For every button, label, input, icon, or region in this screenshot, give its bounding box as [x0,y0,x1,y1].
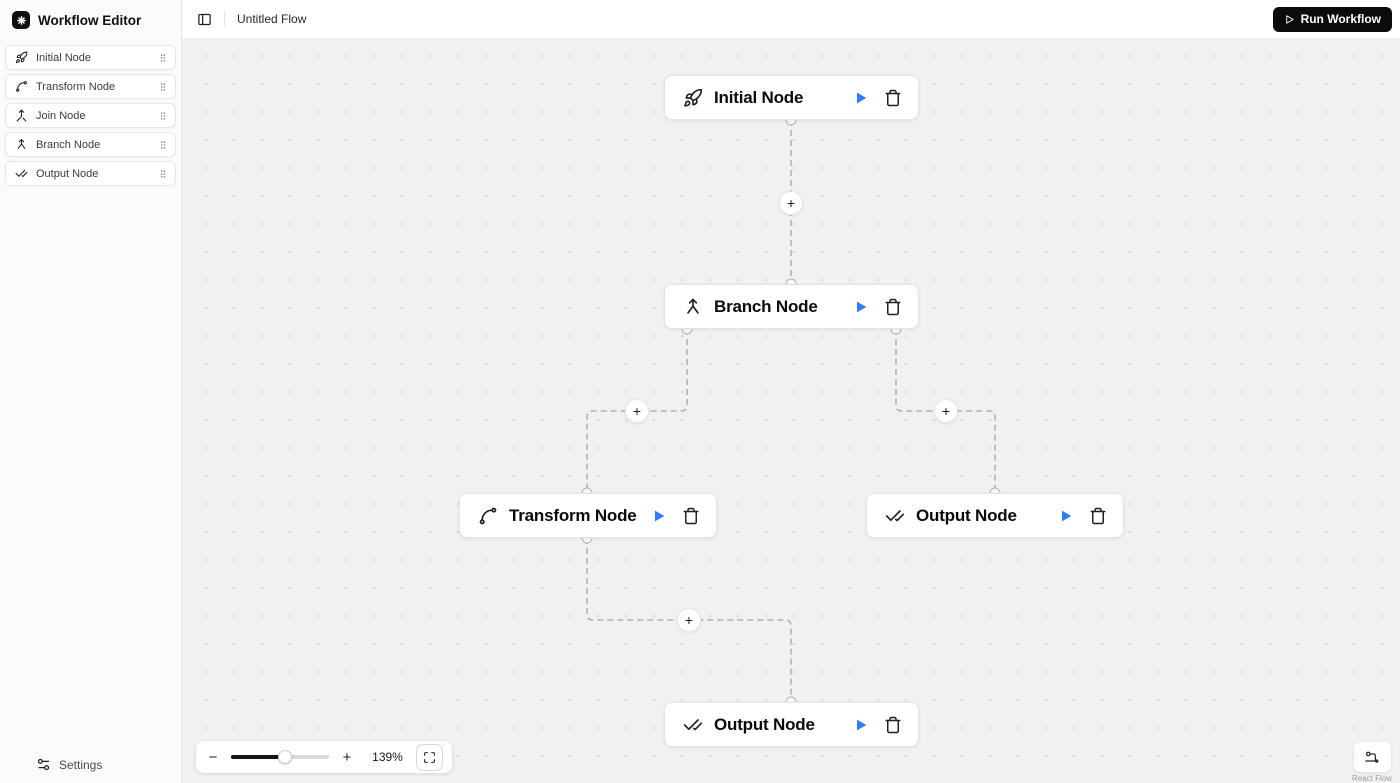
fit-view-icon [423,751,436,764]
canvas-node-output-1[interactable]: Output Node [866,493,1124,538]
palette-item-label: Initial Node [36,51,92,64]
palette-item-branch-node[interactable]: Branch Node [5,132,176,157]
palette-item-transform-node[interactable]: Transform Node [5,74,176,99]
attribution-label[interactable]: React Flow [1352,774,1393,783]
zoom-in-button[interactable]: + [339,750,355,765]
run-node-button[interactable] [853,299,869,315]
sidebar-header: Workflow Editor [0,0,181,39]
zoom-slider-thumb[interactable] [277,750,292,764]
settings-label: Settings [59,757,103,772]
canvas-node-output-2[interactable]: Output Node [664,702,919,747]
flow-name[interactable]: Untitled Flow [237,12,307,26]
settings-button[interactable]: Settings [0,745,181,783]
drag-handle-icon[interactable] [158,168,168,180]
node-title: Output Node [916,505,1017,525]
react-flow-logo-icon [1364,749,1381,766]
branch-icon [683,297,703,317]
palette-item-label: Output Node [36,167,99,180]
drag-handle-icon[interactable] [158,52,168,64]
check-check-icon [885,506,905,526]
palette-item-label: Join Node [36,109,86,122]
play-icon [1284,14,1295,25]
node-title: Branch Node [714,296,818,316]
node-palette: Initial Node Transform Node Join Node Br… [0,39,181,192]
spline-icon [15,80,28,93]
palette-item-label: Branch Node [36,138,101,151]
delete-node-button[interactable] [1089,507,1107,525]
react-flow-logo-button[interactable] [1353,742,1391,772]
flow-canvas[interactable] [182,38,1400,783]
check-check-icon [15,167,28,180]
rocket-icon [683,88,703,108]
palette-item-initial-node[interactable]: Initial Node [5,45,176,70]
palette-item-join-node[interactable]: Join Node [5,103,176,128]
run-workflow-label: Run Workflow [1300,12,1381,26]
app-title: Workflow Editor [38,12,142,28]
run-node-button[interactable] [651,508,667,524]
topbar: Untitled Flow Run Workflow [182,0,1400,38]
settings-icon [36,757,51,772]
run-node-button[interactable] [1058,508,1074,524]
palette-item-output-node[interactable]: Output Node [5,161,176,186]
attribution: React Flow [1352,742,1392,783]
canvas-node-initial[interactable]: Initial Node [664,75,919,120]
check-check-icon [683,715,703,735]
zoom-slider-fill [231,755,285,759]
zoom-level: 139% [372,750,403,764]
panel-left-icon [197,12,212,27]
sidebar-toggle-button[interactable] [195,10,214,29]
merge-icon [15,109,28,122]
add-node-on-edge-button[interactable]: + [934,399,958,423]
branch-icon [15,138,28,151]
canvas-node-branch[interactable]: Branch Node [664,284,919,329]
drag-handle-icon[interactable] [158,110,168,122]
delete-node-button[interactable] [884,89,902,107]
canvas-node-transform[interactable]: Transform Node [459,493,717,538]
node-title: Initial Node [714,87,804,107]
rocket-icon [15,51,28,64]
app-logo-icon [12,11,30,29]
fit-view-button[interactable] [416,743,443,771]
drag-handle-icon[interactable] [158,81,168,93]
run-node-button[interactable] [853,717,869,733]
node-title: Transform Node [509,505,637,525]
zoom-out-button[interactable]: − [205,750,221,765]
add-node-on-edge-button[interactable]: + [779,191,803,215]
node-title: Output Node [714,714,815,734]
delete-node-button[interactable] [682,507,700,525]
run-node-button[interactable] [853,90,869,106]
delete-node-button[interactable] [884,298,902,316]
drag-handle-icon[interactable] [158,139,168,151]
palette-item-label: Transform Node [36,80,116,93]
sidebar: Workflow Editor Initial Node Transform N… [0,0,182,783]
run-workflow-button[interactable]: Run Workflow [1272,6,1392,32]
zoom-slider[interactable] [231,750,329,764]
spline-icon [478,506,498,526]
add-node-on-edge-button[interactable]: + [677,608,701,632]
divider [224,11,225,27]
zoom-controls: − + 139% [196,741,452,773]
add-node-on-edge-button[interactable]: + [625,399,649,423]
delete-node-button[interactable] [884,716,902,734]
